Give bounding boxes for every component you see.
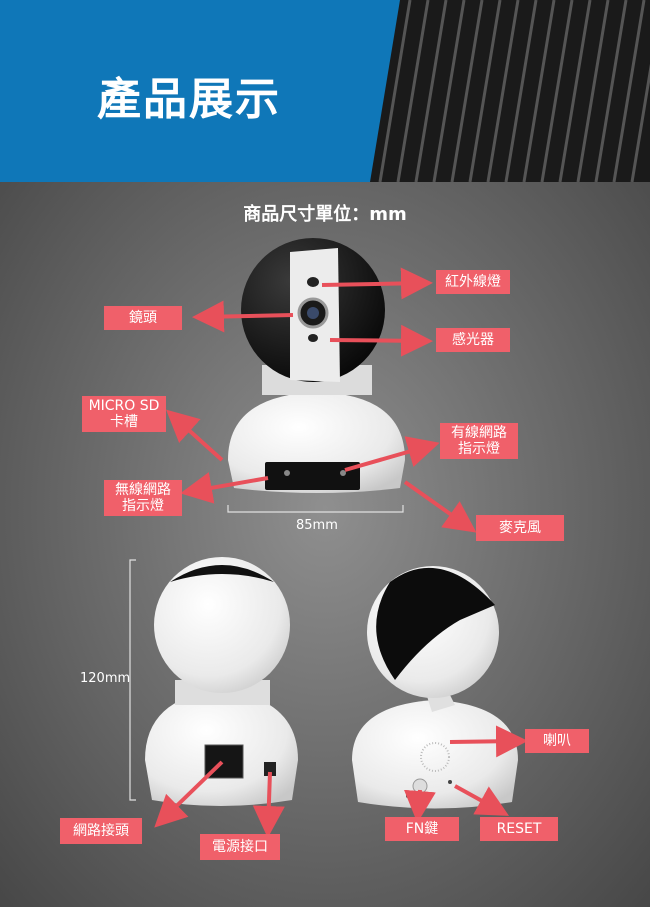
page-title: 產品展示: [97, 74, 281, 125]
label-reset: RESET: [480, 817, 558, 841]
label-wired-indicator: 有線網路 指示燈: [440, 423, 518, 459]
width-dimension: 85mm: [296, 518, 338, 533]
label-sensor: 感光器: [436, 328, 510, 352]
label-microphone: 麥克風: [476, 515, 564, 541]
units-note: 商品尺寸單位：mm: [243, 204, 407, 225]
label-power-port: 電源接口: [200, 834, 280, 860]
camera-back: [145, 557, 298, 806]
label-wireless-indicator: 無線網路 指示燈: [104, 480, 182, 516]
header-banner: 產品展示: [0, 0, 650, 182]
label-network-port: 網路接頭: [60, 818, 142, 844]
camera-front: [228, 238, 405, 493]
stripe-pattern: [370, 0, 650, 182]
label-speaker: 喇叭: [525, 729, 589, 753]
callout-arrows: [154, 267, 528, 838]
label-fn-key: FN鍵: [385, 817, 459, 841]
label-micro-sd: MICRO SD 卡槽: [82, 396, 166, 432]
dimension-lines: [129, 505, 404, 801]
label-lens: 鏡頭: [104, 306, 182, 330]
height-dimension: 120mm: [80, 671, 131, 686]
camera-side: [352, 566, 518, 809]
label-ir-light: 紅外線燈: [436, 270, 510, 294]
